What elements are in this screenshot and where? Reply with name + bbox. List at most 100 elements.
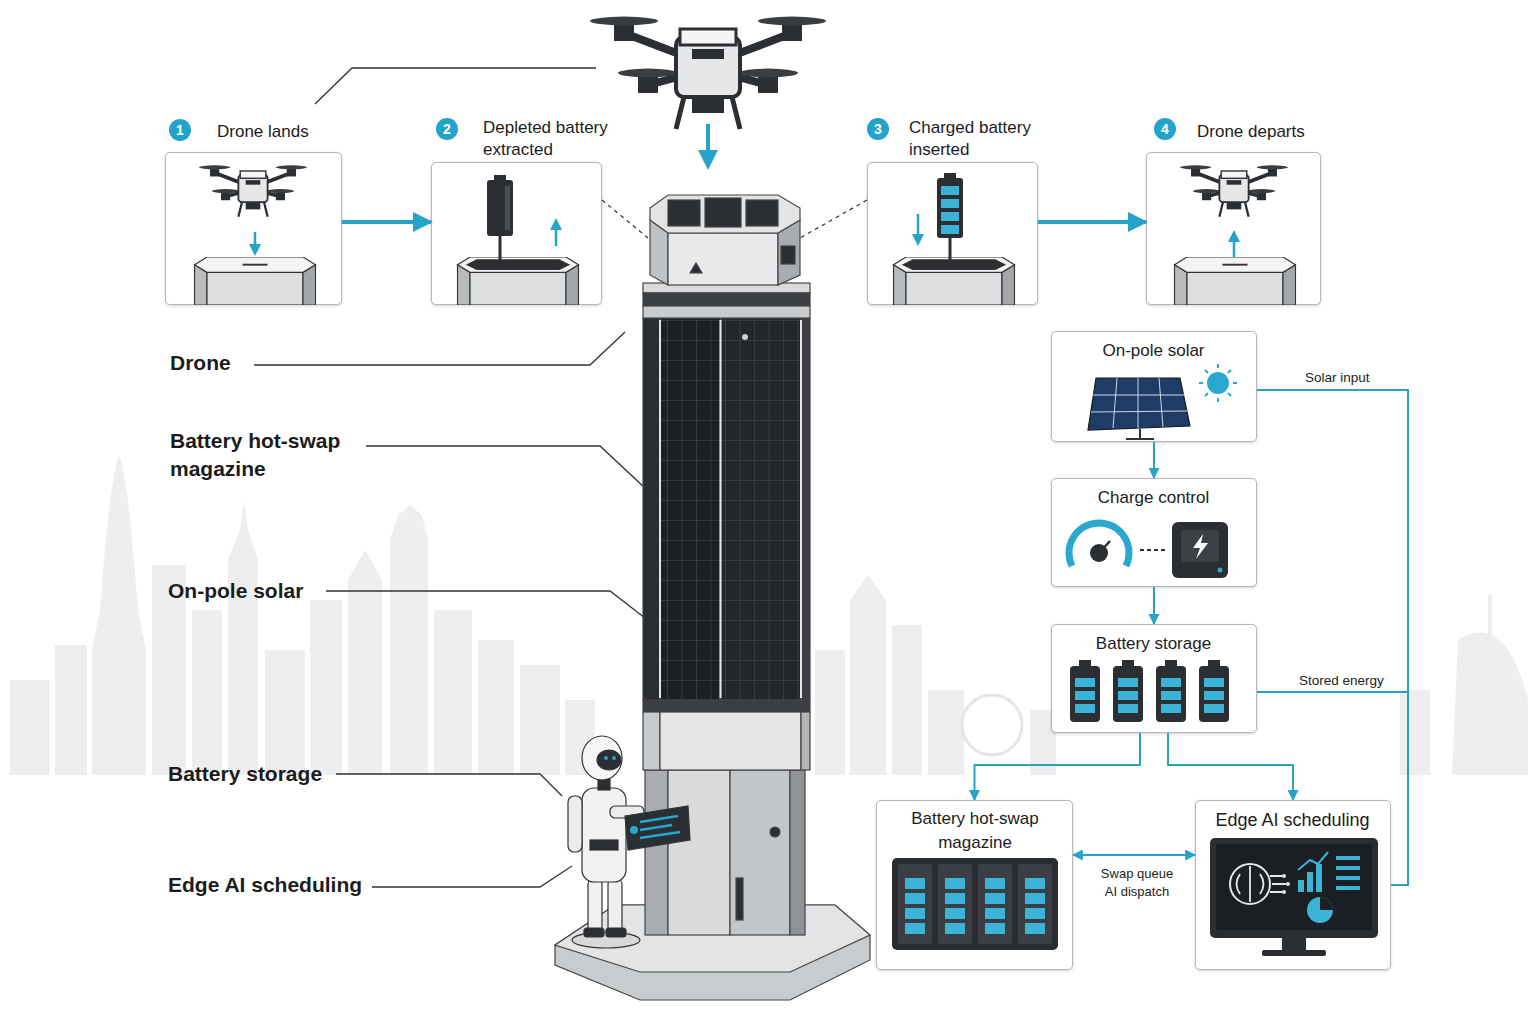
charging-tower [643, 306, 810, 318]
robot-figure [572, 932, 640, 948]
city-skyline [850, 575, 886, 775]
city-skyline [10, 455, 1528, 775]
flow-connector [1153, 587, 1155, 624]
charge-control-icon [1181, 530, 1219, 562]
magazine-icon [985, 908, 1005, 919]
leader-line [315, 68, 596, 104]
part-label: Battery hot-swap magazine [170, 427, 370, 483]
robot-figure [640, 816, 680, 838]
magazine-icon [905, 878, 925, 889]
charging-tower [690, 263, 702, 273]
charging-tower [668, 233, 778, 285]
flow-connector [1257, 692, 1408, 885]
box-title: On-pole solar [1052, 340, 1255, 362]
charging-tower [801, 712, 810, 770]
leader-line [254, 332, 625, 365]
process-box: On-pole solar [1051, 331, 1257, 442]
battery-storage-icon [1075, 704, 1095, 713]
magazine-icon [1025, 908, 1045, 919]
battery-storage-icon [1165, 660, 1177, 666]
leader-line [372, 866, 572, 887]
robot-figure [608, 880, 622, 932]
solar-icon [1088, 378, 1190, 430]
charging-tower [555, 905, 870, 1000]
box-title: Battery storage [1052, 633, 1255, 655]
city-skyline [815, 650, 845, 775]
step-illustration [941, 225, 959, 234]
monitor-icon [1307, 872, 1313, 892]
city-skyline [92, 455, 146, 775]
city-skyline [928, 690, 964, 775]
callout-number: 4 [1154, 118, 1176, 140]
monitor-icon [1216, 844, 1372, 930]
solar-icon [1126, 429, 1154, 439]
magazine-icon [892, 858, 1058, 950]
charging-tower [736, 878, 743, 920]
battery-storage-icon [1122, 660, 1134, 666]
charging-tower [645, 770, 668, 935]
charging-tower [801, 318, 810, 700]
step-illustration [499, 236, 502, 264]
magazine-icon [945, 878, 965, 889]
charging-tower [643, 293, 810, 306]
step-illustration [941, 199, 959, 208]
magazine-icon [945, 908, 965, 919]
battery-storage-icon [1208, 660, 1220, 666]
process-box: Battery hot-swap magazine [876, 800, 1073, 970]
step-illustration [254, 232, 257, 250]
charging-tower [643, 700, 810, 712]
battery-storage-icon [1118, 691, 1138, 700]
step-illustration [195, 257, 316, 305]
step-illustration [944, 173, 956, 179]
city-skyline [348, 550, 382, 775]
monitor-icon [1336, 876, 1360, 880]
robot-figure [568, 796, 582, 852]
robot-figure [588, 880, 602, 932]
magazine-icon [945, 923, 965, 934]
charging-tower [643, 283, 810, 293]
dashed-callout-line [800, 200, 867, 238]
battery-storage-icon [1199, 666, 1229, 722]
charging-tower [643, 712, 660, 770]
step-box: Drone lands [165, 152, 342, 305]
charging-tower [668, 770, 730, 935]
robot-figure [597, 750, 621, 770]
flow-connector [975, 733, 1141, 800]
step-illustration [1175, 257, 1296, 305]
callout-number: 3 [867, 118, 889, 140]
step-illustration [941, 212, 959, 221]
step-illustration [195, 165, 1296, 305]
city-skyline [265, 650, 305, 775]
battery-storage-icon [1161, 678, 1181, 687]
box-title: Battery hot-swap magazine [895, 807, 1055, 855]
charging-tower [650, 220, 668, 285]
battery-storage-icon [1204, 691, 1224, 700]
magazine-icon [1025, 878, 1045, 889]
step-illustration [949, 238, 952, 264]
leader-line [366, 446, 645, 488]
monitor-icon [1298, 880, 1304, 892]
city-skyline [892, 625, 922, 775]
magazine-icon [898, 864, 932, 944]
charge-control-icon [1193, 534, 1208, 559]
city-skyline [478, 640, 514, 775]
city-skyline [1400, 690, 1430, 775]
part-label: Battery storage [168, 760, 322, 788]
robot-figure [612, 756, 616, 760]
magazine-icon [892, 858, 1058, 950]
charging-tower [721, 318, 801, 700]
edge-label: Stored energy [1299, 672, 1384, 689]
step-box: Charged battery inserted [867, 162, 1038, 305]
callout-number: 1 [169, 119, 191, 141]
charging-tower [668, 200, 700, 226]
step-illustration [941, 186, 959, 195]
city-skyline [192, 610, 222, 775]
magazine-icon [985, 893, 1005, 904]
charging-tower [705, 198, 741, 227]
monitor-icon [1320, 897, 1333, 910]
magazine-icon [978, 864, 1012, 944]
monitor-icon [1336, 866, 1360, 870]
charge-control-icon [1172, 522, 1228, 578]
